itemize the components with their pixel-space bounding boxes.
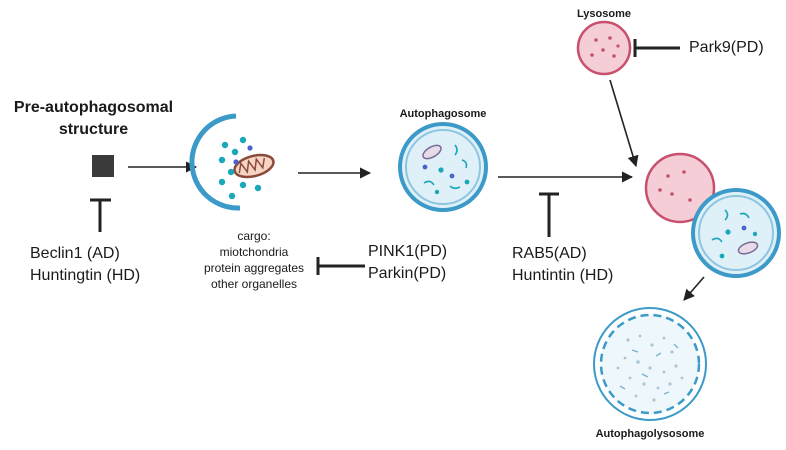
rab5-line1: RAB5(AD) — [512, 245, 587, 262]
pre-title-line2: structure — [58, 121, 129, 138]
pink-inhibitor-label: PINK1(PD) Parkin(PD) — [368, 241, 447, 285]
beclin-inhibitor-label: Beclin1 (AD) Huntingtin (HD) — [30, 243, 140, 287]
lysosome-icon — [576, 20, 632, 76]
pre-autophagosomal-title: Pre-autophagosomal structure — [6, 97, 181, 141]
park9-inhibitor-tbar — [633, 39, 680, 57]
autophagosome-title: Autophagosome — [399, 108, 487, 120]
cargo-label: cargo: miotchondria protein aggregates o… — [194, 228, 314, 292]
park9-inhibitor-label: Park9(PD) — [689, 39, 764, 56]
rab5-inhibitor-label: RAB5(AD) Huntintin (HD) — [512, 243, 613, 287]
beclin-line2: Huntingtin (HD) — [30, 267, 141, 284]
autophagolysosome-icon — [593, 307, 707, 421]
lysosome-title: Lysosome — [576, 8, 631, 20]
beclin-line1: Beclin1 (AD) — [30, 245, 120, 262]
fusion-icon — [644, 152, 781, 278]
pink-line2: Parkin(PD) — [368, 265, 447, 282]
beclin-inhibitor-tbar — [90, 198, 111, 232]
autophagosome-icon — [398, 122, 488, 212]
pink-line1: PINK1(PD) — [368, 243, 448, 260]
pink-inhibitor-tbar — [316, 257, 365, 275]
phagophore-cargo-icon — [189, 113, 275, 211]
arrow-to-autophagolysosome — [683, 276, 705, 301]
pre-title-line1: Pre-autophagosomal — [13, 99, 174, 116]
cargo-line-2: miotchondria — [219, 245, 289, 259]
cargo-line-1: cargo: — [237, 229, 271, 243]
pre-autophagosomal-square — [92, 155, 114, 177]
rab5-inhibitor-tbar — [539, 192, 559, 237]
rab5-line2: Huntintin (HD) — [512, 267, 614, 284]
autophagolysosome-title: Autophagolysosome — [595, 428, 705, 440]
cargo-line-4: other organelles — [210, 277, 298, 291]
cargo-line-3: protein aggregates — [203, 261, 305, 275]
arrow-lysosome-to-fusion — [609, 79, 639, 168]
